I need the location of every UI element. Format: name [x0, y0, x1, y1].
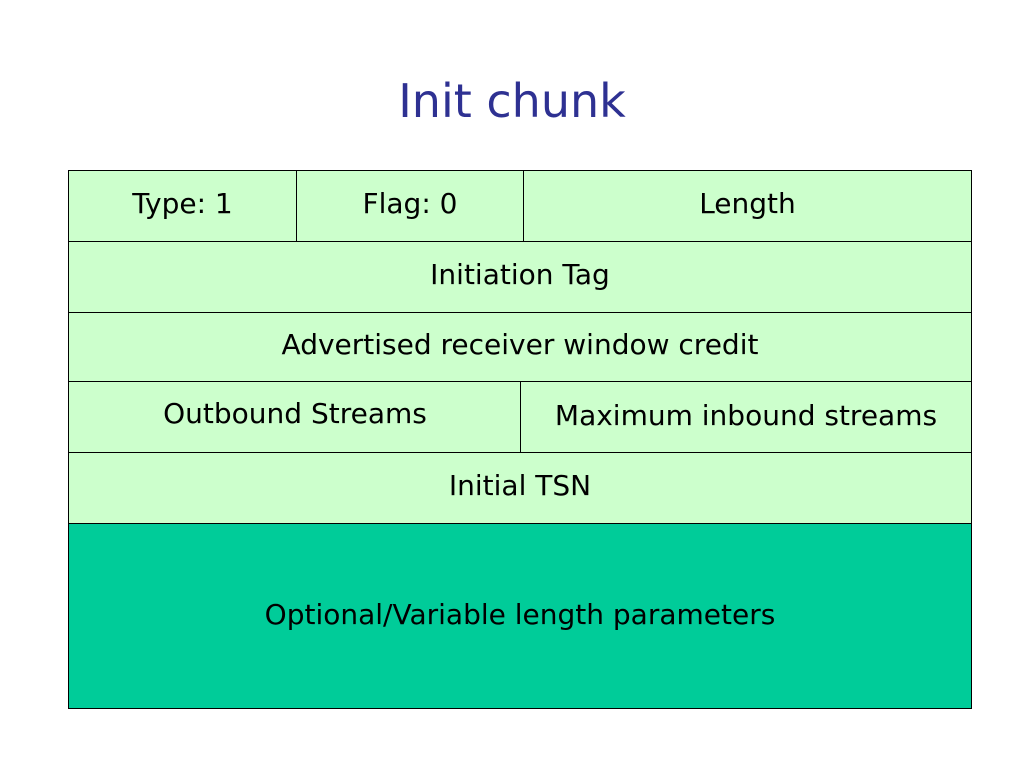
optional-parameters-label: Optional/Variable length parameters — [264, 597, 776, 631]
initiation-tag-field: Initiation Tag — [68, 241, 972, 313]
type-field: Type: 1 — [68, 170, 297, 242]
initiation-tag-label: Initiation Tag — [430, 257, 610, 291]
receiver-window-credit-label: Advertised receiver window credit — [281, 327, 759, 361]
initial-tsn-label: Initial TSN — [448, 468, 592, 502]
initial-tsn-field: Initial TSN — [68, 452, 972, 524]
optional-parameters-field: Optional/Variable length parameters — [68, 523, 972, 709]
max-inbound-streams-label: Maximum inbound streams — [554, 398, 938, 432]
length-field: Length — [523, 170, 972, 242]
outbound-streams-field: Outbound Streams — [68, 381, 522, 453]
length-field-label: Length — [699, 186, 796, 220]
max-inbound-streams-field: Maximum inbound streams — [520, 381, 972, 453]
flag-field: Flag: 0 — [296, 170, 524, 242]
receiver-window-credit-field: Advertised receiver window credit — [68, 312, 972, 382]
flag-field-label: Flag: 0 — [362, 186, 458, 220]
slide-title: Init chunk — [398, 74, 626, 128]
outbound-streams-label: Outbound Streams — [163, 396, 427, 430]
type-field-label: Type: 1 — [132, 186, 233, 220]
